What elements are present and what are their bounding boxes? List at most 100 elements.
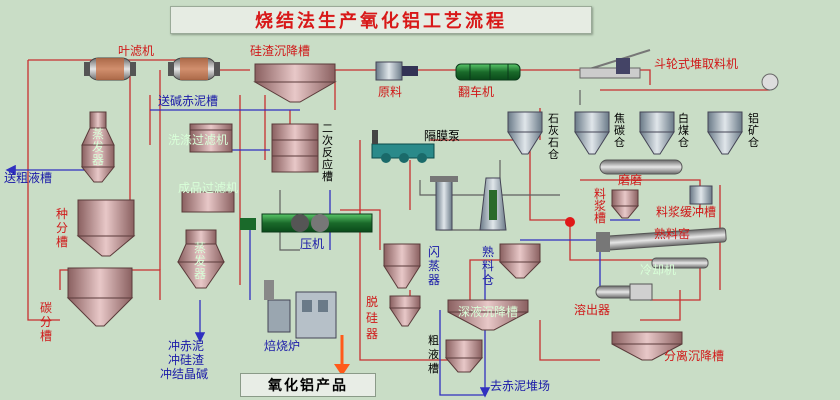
flow-line [640, 290, 681, 321]
label-diaphragm-pump: 隔膜泵 [424, 129, 460, 143]
label-lime-2: 灰 [548, 123, 559, 137]
label-evap2-1: 蒸 [194, 241, 206, 255]
label-mill: 磨磨 [618, 173, 642, 187]
silo-coke [574, 111, 610, 155]
leaf-filter-2 [168, 57, 220, 81]
label-purify-settler: 深液沉降槽 [458, 304, 518, 319]
dissolver [595, 283, 653, 301]
silica-settler [253, 63, 337, 103]
slurry-tank [610, 189, 640, 219]
separation-settler [611, 331, 683, 361]
label-seed-2: 分 [56, 221, 68, 235]
press [240, 213, 373, 233]
label-wash-red-mud: 送碱赤泥槽 [158, 93, 218, 108]
cooler [651, 257, 709, 269]
label-press: 压机 [300, 237, 324, 251]
evaporator-2 [177, 229, 225, 289]
label-coarse-1: 粗 [428, 334, 439, 347]
label-coarse-3: 槽 [428, 362, 439, 375]
label-desil-1: 脱 [366, 294, 378, 309]
evaporator-1 [80, 111, 116, 183]
label-dissolver: 溶出器 [574, 302, 610, 317]
flow-line [539, 320, 600, 361]
flow-line [359, 140, 460, 361]
raw-material-machine [375, 61, 418, 81]
product-box: 氧化铝产品 [240, 373, 376, 397]
flow-line [279, 190, 300, 251]
flow-line [27, 60, 60, 321]
second-reaction-tank [271, 123, 319, 173]
clinker-column [479, 177, 507, 231]
silo-lime [507, 111, 543, 155]
label-coke-3: 仓 [614, 135, 625, 149]
label-wash-out-1: 冲赤泥 [168, 338, 204, 353]
label-second-2: 次 [322, 133, 333, 147]
mill [599, 159, 683, 175]
label-seed-1: 种 [56, 207, 68, 221]
label-carb-3: 槽 [40, 329, 52, 343]
label-bucket-reclaimer: 斗轮式堆取料机 [654, 57, 738, 71]
roaster [264, 280, 337, 339]
fine-filter [181, 191, 235, 213]
label-lime-3: 石 [548, 136, 559, 149]
diaphragm-pump [371, 130, 435, 163]
flow-line [430, 139, 570, 221]
label-fine-filter: 成品过滤机 [178, 181, 238, 195]
carbonation-tank [66, 267, 134, 327]
label-lime-1: 石 [548, 112, 559, 125]
label-raw-material: 原料 [378, 85, 402, 99]
label-clinker-3: 仓 [482, 273, 494, 287]
kiln [596, 227, 727, 252]
silo-ore [707, 111, 743, 155]
label-ore-1: 铝 [748, 111, 759, 125]
label-clinker-2: 料 [482, 259, 494, 273]
label-evap1-1: 蒸 [92, 127, 104, 141]
label-slurry-1: 料 [594, 187, 606, 201]
tipper-machine [455, 63, 521, 81]
page-title: 烧结法生产氧化铝工艺流程 [255, 11, 507, 32]
label-wash-out-2: 冲硅渣 [168, 352, 204, 367]
label-coal-2: 煤 [678, 124, 689, 137]
label-flash-1: 闪 [428, 245, 440, 259]
label-coke-1: 焦 [614, 112, 625, 125]
label-ore-2: 矿 [748, 124, 759, 137]
label-slurry-buffer: 料浆缓冲槽 [656, 204, 716, 219]
clinker-silo [498, 243, 542, 279]
label-wash-out-3: 冲结晶碱 [160, 366, 208, 381]
label-evap2-3: 器 [194, 267, 206, 281]
slurry-buffer [689, 185, 713, 205]
label-separation-settler: 分离沉降槽 [664, 348, 724, 363]
valve-dot [565, 217, 575, 227]
label-coke-2: 碳 [614, 123, 625, 137]
label-slurry-3: 槽 [594, 211, 606, 225]
purify-settler [447, 299, 529, 331]
diagram-labels: 叶滤机 硅渣沉降槽 送碱赤泥槽 洗涤过滤机 成品过滤机 蒸 发 器 送粗液槽 种… [4, 44, 759, 393]
label-cooler: 冷却机 [640, 263, 676, 277]
label-send-liquor: 送粗液槽 [4, 170, 52, 185]
label-second-4: 应 [322, 157, 333, 171]
title-box: 烧结法生产氧化铝工艺流程 [170, 6, 592, 34]
label-desil-2: 硅 [366, 311, 378, 325]
flash-evaporator [383, 243, 421, 289]
label-second-5: 槽 [322, 170, 333, 183]
red-mud-filter [189, 123, 233, 153]
product-label: 氧化铝产品 [268, 378, 348, 394]
label-second-1: 二 [322, 122, 333, 135]
label-flash-3: 器 [428, 273, 440, 287]
label-second-3: 反 [322, 146, 333, 159]
product-arrow [334, 335, 350, 376]
label-flash-2: 蒸 [428, 259, 440, 273]
label-coal-3: 仓 [678, 135, 689, 149]
label-roaster: 焙烧炉 [264, 338, 300, 353]
label-silica-settler: 硅渣沉降槽 [250, 44, 310, 58]
flow-line [419, 180, 560, 196]
flash-column [430, 176, 458, 231]
label-clinker-1: 熟 [482, 244, 494, 259]
label-desil-3: 器 [366, 327, 378, 341]
label-leaf-filter: 叶滤机 [118, 44, 154, 58]
label-lime-4: 仓 [548, 147, 559, 161]
label-coarse-2: 液 [428, 347, 439, 361]
silo-coal [639, 111, 675, 155]
